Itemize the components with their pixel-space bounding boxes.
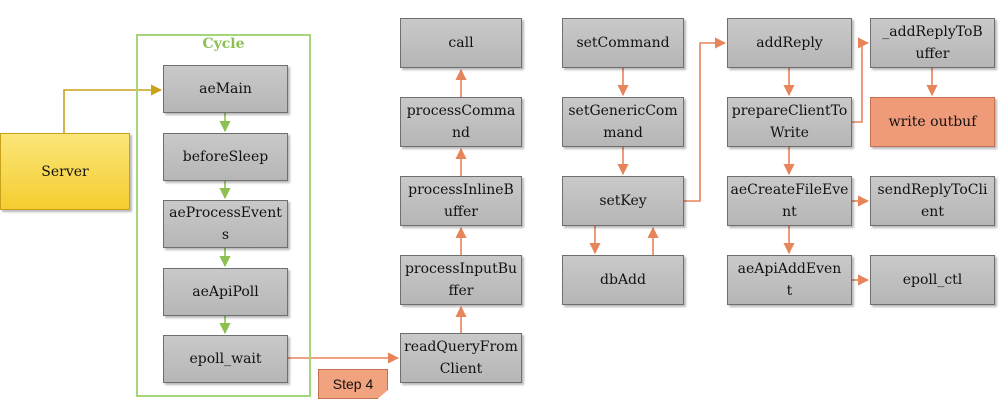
edge-setkey-addreply bbox=[684, 37, 727, 202]
node-addreply: addReply bbox=[727, 18, 852, 68]
step-tag: Step 4 bbox=[318, 369, 388, 399]
node-processinlinebuffer: processInlineB uffer bbox=[400, 176, 522, 226]
node-epoll-ctl: epoll_ctl bbox=[870, 255, 995, 305]
node-processcommand: processComma nd bbox=[400, 97, 522, 147]
node-sendreplytoclient: sendReplyToCli ent bbox=[870, 176, 995, 226]
node-prepareclienttowrite: prepareClientTo Write bbox=[727, 97, 852, 147]
node-write-outbuf: write outbuf bbox=[870, 97, 995, 147]
node-dbadd: dbAdd bbox=[562, 255, 684, 305]
node-aeprocessevents: aeProcessEvent s bbox=[163, 200, 288, 248]
node-epoll-wait: epoll_wait bbox=[163, 335, 288, 383]
node-aecreatefileevent: aeCreateFileEve nt bbox=[727, 176, 852, 226]
edge-server-aemain bbox=[63, 84, 163, 133]
edge-prepareclienttowrite-addreplytobuffer bbox=[852, 37, 870, 123]
node-addreplytobuffer: _addReplyToB uffer bbox=[870, 18, 995, 68]
node-aemain: aeMain bbox=[163, 65, 288, 113]
node-readqueryfromclient: readQueryFrom Client bbox=[400, 333, 522, 383]
node-processinputbuffer: processInputBu ffer bbox=[400, 255, 522, 305]
cycle-group-label: Cycle bbox=[202, 36, 245, 52]
node-setkey: setKey bbox=[562, 176, 684, 226]
node-setcommand: setCommand bbox=[562, 18, 684, 68]
node-call: call bbox=[400, 18, 522, 68]
node-aeapiaddevent: aeApiAddEven t bbox=[727, 255, 852, 305]
node-server: Server bbox=[0, 133, 130, 210]
node-setgenericcommand: setGenericCom mand bbox=[562, 97, 684, 147]
node-aeapipoll: aeApiPoll bbox=[163, 268, 288, 316]
cycle-group-frame bbox=[136, 34, 311, 397]
node-beforesleep: beforeSleep bbox=[163, 133, 288, 181]
